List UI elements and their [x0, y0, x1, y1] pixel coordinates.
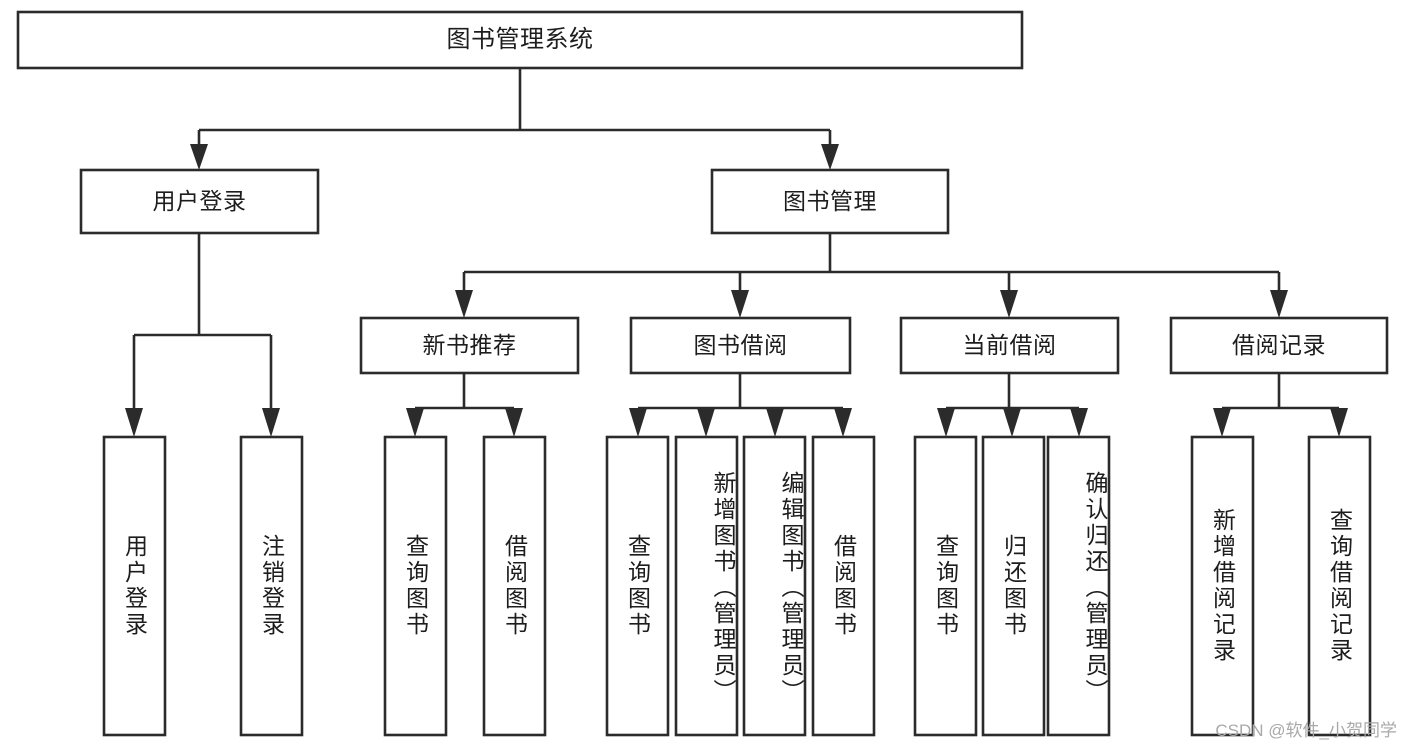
node-leaf-query-book-1[interactable] [383, 435, 448, 737]
arrow-head-leaf-user-login [125, 408, 143, 437]
node-root[interactable] [16, 10, 1024, 70]
arrow-head-book-borrow [731, 290, 749, 318]
node-leaf-user-login[interactable] [102, 435, 167, 737]
arrow-head-leaf-query-book-1 [406, 408, 424, 437]
node-current-borrow[interactable] [899, 316, 1120, 375]
node-borrow-record[interactable] [1169, 316, 1389, 375]
node-leaf-logout[interactable] [239, 435, 304, 737]
arrow-head-leaf-query-record [1330, 408, 1348, 437]
node-user-login[interactable] [79, 168, 320, 235]
node-new-book-recommend[interactable] [359, 316, 580, 375]
node-leaf-borrow-book-1[interactable] [482, 435, 547, 737]
arrow-head-leaf-return-book [1003, 408, 1021, 437]
arrow-head-leaf-add-book [697, 408, 715, 437]
node-leaf-query-record[interactable] [1307, 435, 1372, 737]
arrow-head-leaf-query-book-3 [937, 408, 955, 437]
node-book-manage[interactable] [710, 168, 950, 235]
node-leaf-add-record[interactable] [1190, 435, 1255, 737]
arrow-head-book-manage [821, 144, 839, 170]
node-leaf-query-book-3[interactable] [913, 435, 978, 737]
node-leaf-query-book-2[interactable] [605, 435, 670, 737]
watermark: CSDN @软件_小贺同学 [1215, 721, 1397, 740]
arrow-head-user-login [190, 144, 208, 170]
arrow-head-leaf-confirm-return [1070, 408, 1088, 437]
arrow-head-leaf-add-record [1213, 408, 1231, 437]
node-leaf-edit-book[interactable] [742, 435, 807, 737]
arrow-head-leaf-logout [262, 408, 280, 437]
node-boxes [16, 10, 1389, 737]
arrow-head-new-book-recommend [455, 290, 473, 318]
node-leaf-borrow-book-2[interactable] [811, 435, 876, 737]
arrow-head-leaf-query-book-2 [629, 408, 647, 437]
arrow-head-leaf-borrow-book-2 [834, 408, 852, 437]
arrow-head-borrow-record [1270, 290, 1288, 318]
node-leaf-add-book[interactable] [674, 435, 739, 737]
node-book-borrow[interactable] [629, 316, 852, 375]
arrow-head-leaf-borrow-book-1 [505, 408, 523, 437]
arrow-head-leaf-edit-book [766, 408, 784, 437]
node-leaf-return-book[interactable] [981, 435, 1046, 737]
arrow-head-current-borrow [1000, 290, 1018, 318]
connectors [125, 68, 1348, 437]
node-leaf-confirm-return[interactable] [1046, 435, 1111, 737]
